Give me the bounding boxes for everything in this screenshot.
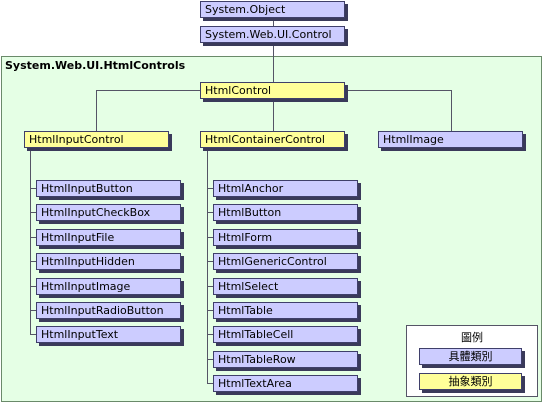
input-child-connector bbox=[30, 334, 36, 335]
container-child-connector bbox=[207, 334, 213, 335]
input-child-box: HtmlInputHidden bbox=[36, 253, 181, 270]
html-container-control-box: HtmlContainerControl bbox=[200, 131, 345, 148]
input-child-box: HtmlInputText bbox=[36, 326, 181, 343]
container-child-connector bbox=[207, 286, 213, 287]
html-image-box: HtmlImage bbox=[378, 131, 523, 148]
container-child-box: HtmlTable bbox=[213, 302, 358, 319]
system-web-ui-control-box: System.Web.UI.Control bbox=[200, 26, 345, 43]
container-child-box: HtmlTextArea bbox=[213, 375, 358, 392]
connector-branch-bar-right bbox=[345, 90, 451, 91]
container-child-connector bbox=[207, 188, 213, 189]
input-child-connector bbox=[30, 286, 36, 287]
container-child-box: HtmlGenericControl bbox=[213, 253, 358, 270]
container-child-connector bbox=[207, 212, 213, 213]
connector-htmlcontrol-branches bbox=[273, 98, 274, 131]
container-child-connector bbox=[207, 310, 213, 311]
connector-input-trunk bbox=[30, 148, 31, 334]
container-child-box: HtmlTableRow bbox=[213, 351, 358, 368]
namespace-title: System.Web.UI.HtmlControls bbox=[5, 59, 186, 72]
container-child-connector bbox=[207, 261, 213, 262]
input-child-box: HtmlInputButton bbox=[36, 180, 181, 197]
container-child-box: HtmlForm bbox=[213, 229, 358, 246]
legend-abstract-class: 抽象類別 bbox=[419, 373, 522, 390]
legend-concrete-class: 具體類別 bbox=[419, 348, 522, 365]
html-input-control-box: HtmlInputControl bbox=[24, 131, 169, 148]
container-child-box: HtmlTableCell bbox=[213, 326, 358, 343]
input-child-connector bbox=[30, 261, 36, 262]
connector-to-input bbox=[96, 90, 97, 131]
input-child-box: HtmlInputFile bbox=[36, 229, 181, 246]
input-child-connector bbox=[30, 188, 36, 189]
input-child-box: HtmlInputRadioButton bbox=[36, 302, 181, 319]
container-child-connector bbox=[207, 237, 213, 238]
container-child-connector bbox=[207, 383, 213, 384]
input-child-box: HtmlInputCheckBox bbox=[36, 204, 181, 221]
connector-object-control bbox=[273, 17, 274, 27]
input-child-connector bbox=[30, 310, 36, 311]
system-object-box: System.Object bbox=[200, 1, 345, 18]
connector-container-trunk bbox=[207, 148, 208, 383]
connector-to-image bbox=[451, 90, 452, 131]
input-child-connector bbox=[30, 237, 36, 238]
container-child-box: HtmlAnchor bbox=[213, 180, 358, 197]
input-child-connector bbox=[30, 212, 36, 213]
container-child-box: HtmlButton bbox=[213, 204, 358, 221]
input-child-box: HtmlInputImage bbox=[36, 278, 181, 295]
connector-control-htmlcontrol bbox=[273, 42, 274, 82]
html-control-box: HtmlControl bbox=[200, 82, 345, 99]
connector-branch-bar-left bbox=[96, 90, 200, 91]
container-child-connector bbox=[207, 359, 213, 360]
legend: 圖例 具體類別 抽象類別 bbox=[406, 325, 538, 397]
container-child-box: HtmlSelect bbox=[213, 278, 358, 295]
legend-title: 圖例 bbox=[461, 331, 483, 344]
